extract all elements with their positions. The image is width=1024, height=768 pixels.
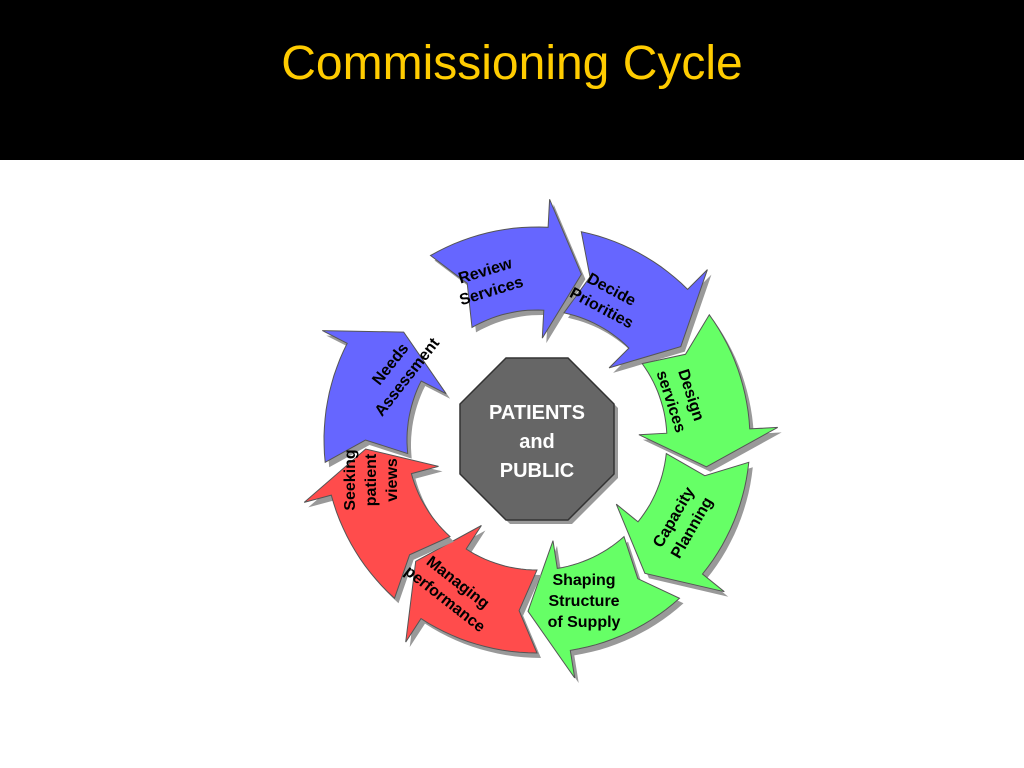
arrow-capacity [615,452,750,593]
arrow-managing [405,525,538,654]
center-line-3: PUBLIC [500,460,574,482]
page-title: Commissioning Cycle [281,37,743,90]
label-shaping-line-1: Shaping [552,572,615,589]
arrow-seeking [303,448,451,600]
label-shaping-line-3: of Supply [548,614,621,631]
label-seeking-line-1: Seeking [342,449,359,510]
label-seeking-line-2: patient [363,453,380,506]
arrow-review [429,199,582,339]
arrow-shaping [527,535,681,679]
label-seeking-line-3: views [384,458,401,502]
arrow-decide [563,231,708,369]
center-line-2: and [519,431,555,453]
center-line-1: PATIENTS [489,402,585,424]
center-octagon-face [459,357,615,521]
title-banner [0,0,1024,160]
label-shaping-line-2: Structure [548,593,619,610]
arrow-needs [322,330,447,464]
arrow-design [638,313,778,468]
